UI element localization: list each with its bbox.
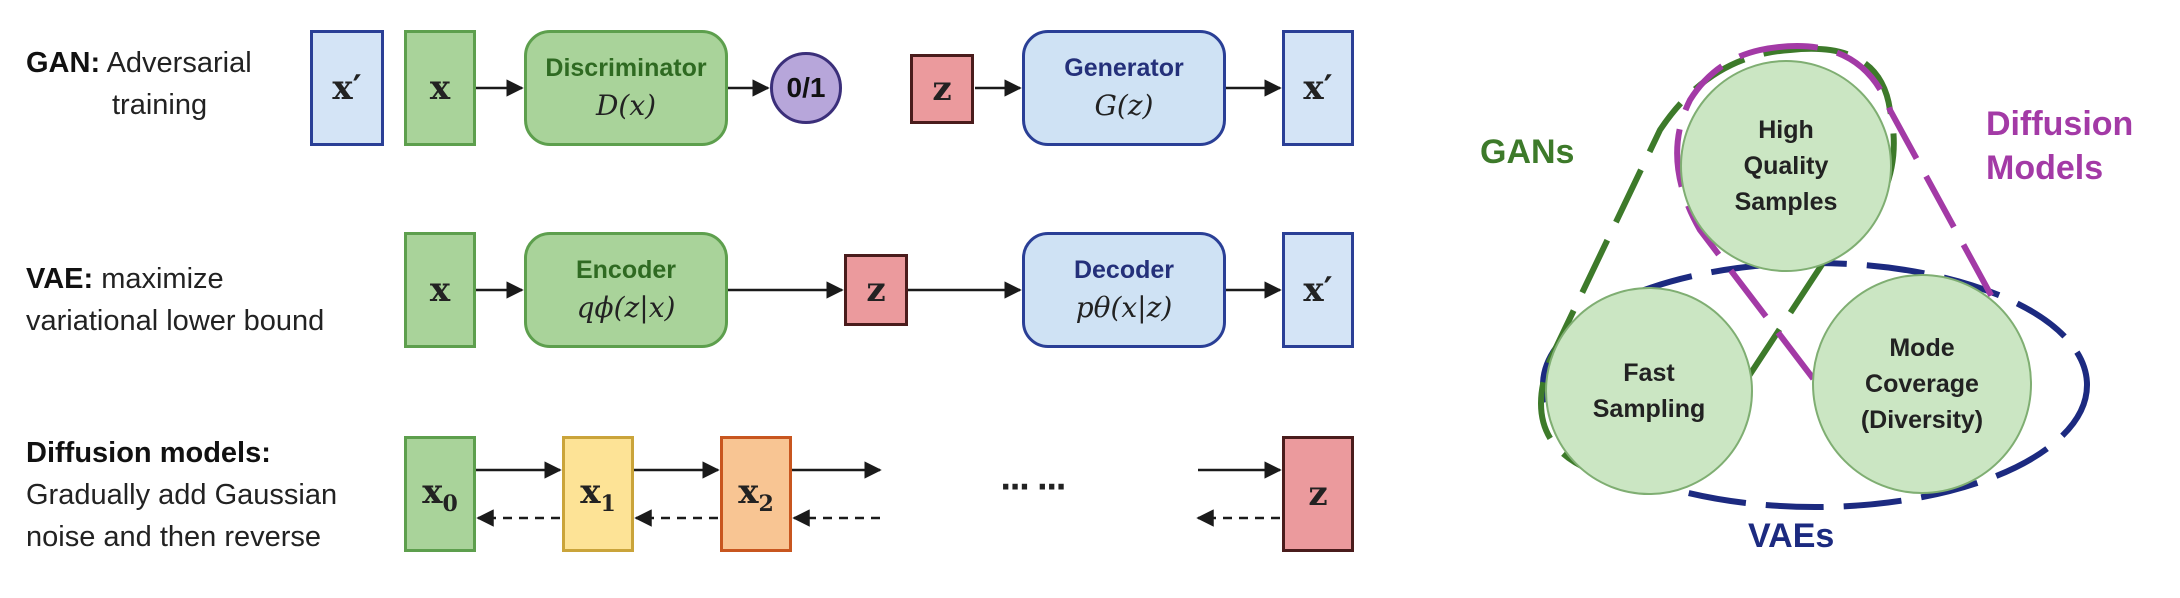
diffusion-x2-symbol: x2 (738, 472, 774, 517)
vae-z-symbol: z (866, 270, 886, 310)
gan-label-rest: Adversarial (106, 47, 252, 79)
vae-z-box: z (844, 254, 908, 326)
gan-z-symbol: z (932, 69, 952, 109)
diffusion-x1-sub: 1 (600, 490, 616, 517)
diffusion-x2-sub: 2 (758, 490, 774, 517)
diffusion-x0-box: x0 (404, 436, 476, 552)
diffusion-x1-symbol: x1 (580, 472, 616, 517)
gan-xprime-input-symbol: x′ (332, 68, 362, 108)
diffusion-x0-base: x (422, 471, 443, 512)
discriminator-box: Discriminator D(x) (524, 30, 728, 146)
diffusion-x2-box: x2 (720, 436, 792, 552)
gan-row-label: GAN: Adversarial training (26, 42, 252, 126)
vae-xprime-symbol: x′ (1303, 270, 1333, 310)
diffusion-dashed-loop (1674, 43, 2029, 483)
encoder-box: Encoder qϕ(z|x) (524, 232, 728, 348)
vae-x-symbol: x (429, 270, 451, 310)
diffusion-x1-base: x (580, 471, 601, 512)
gan-label-bold: GAN: (26, 47, 101, 79)
gan-z-box: z (910, 54, 974, 124)
diffusion-x2-base: x (738, 471, 759, 512)
gan-xprime-output-box: x′ (1282, 30, 1354, 146)
diffusion-label-line3: noise and then reverse (26, 521, 322, 554)
decoder-box: Decoder pθ(x|z) (1022, 232, 1226, 348)
decoder-title: Decoder (1073, 256, 1175, 284)
generator-formula: G(z) (1094, 89, 1154, 122)
generator-title: Generator (1064, 54, 1184, 82)
gan-xprime-output-symbol: x′ (1303, 68, 1333, 108)
diffusion-label-line2: Gradually add Gaussian (26, 479, 338, 512)
vae-label-bold: VAE: (26, 263, 94, 295)
gan-output-circle: 0/1 (770, 52, 842, 124)
encoder-title: Encoder (575, 256, 677, 284)
generator-box: Generator G(z) (1022, 30, 1226, 146)
gans-label: GANs (1480, 133, 1575, 171)
vaes-label: VAEs (1748, 517, 1835, 555)
vae-label-line2: variational lower bound (26, 305, 325, 338)
discriminator-title: Discriminator (545, 54, 707, 82)
gan-label-line2: training (112, 89, 208, 122)
decoder-formula: pθ(x|z) (1075, 291, 1173, 324)
diffusion-row-label: Diffusion models: Gradually add Gaussian… (26, 432, 337, 558)
gan-x-symbol: x (429, 68, 451, 108)
mode-coverage-circle: Mode Coverage (Diversity) (1812, 274, 2032, 494)
gan-xprime-input-box: x′ (310, 30, 384, 146)
diffusion-x1-box: x1 (562, 436, 634, 552)
diffusion-x0-sub: 0 (442, 490, 458, 517)
gan-x-box: x (404, 30, 476, 146)
vae-label-rest: maximize (101, 263, 224, 295)
diffusion-z-box: z (1282, 436, 1354, 552)
discriminator-formula: D(x) (595, 89, 657, 122)
diffusion-label-bold: Diffusion models: (26, 437, 271, 469)
gan-output-label: 0/1 (786, 72, 826, 103)
encoder-formula: qϕ(z|x) (576, 291, 676, 324)
diffusion-x0-symbol: x0 (422, 472, 458, 517)
diffusion-z-symbol: z (1308, 474, 1328, 514)
high-quality-samples-circle: High Quality Samples (1680, 60, 1892, 272)
diffusion-ellipsis: ··· ··· (1000, 470, 1067, 505)
vae-row-label: VAE: maximize variational lower bound (26, 258, 324, 342)
fast-sampling-circle: Fast Sampling (1545, 287, 1753, 495)
vae-xprime-box: x′ (1282, 232, 1354, 348)
vae-x-box: x (404, 232, 476, 348)
diffusion-models-label: Diffusion Models (1986, 105, 2134, 188)
